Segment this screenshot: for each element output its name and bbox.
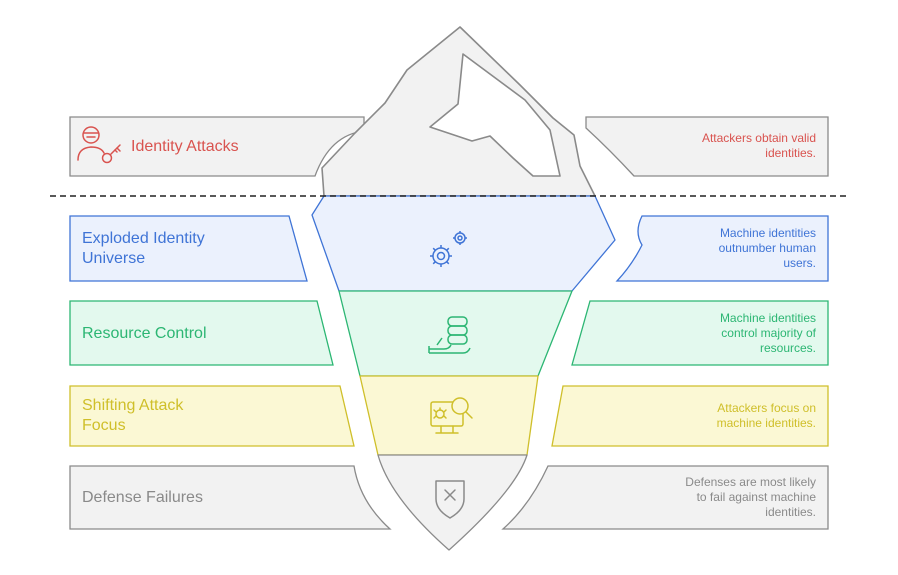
bug-search-icon [430,397,473,434]
layer-2-title: Exploded Identity Universe [82,230,205,267]
iceberg-band-blue [311,195,616,292]
layer-4-title: Shifting Attack Focus [82,397,184,434]
hacker-key-icon [77,126,121,164]
gears-icon [430,231,467,267]
panel-right-shifting-attack [551,385,829,447]
shield-x-icon [435,480,465,519]
layer-4-description: Attackers focus on machine identities. [716,401,816,430]
panel-left-exploded-identity [69,215,308,282]
panel-right-exploded-identity [615,215,829,282]
panel-left-defense-failures [69,465,392,530]
iceberg [311,26,616,551]
layer-5-description: Defenses are most likely to fail against… [685,475,816,519]
iceberg-band-gray [377,454,528,551]
panel-right-resource-control [571,300,829,366]
layer-5-title: Defense Failures [82,489,203,506]
panel-right-identity-attacks [585,116,829,177]
panel-left-shifting-attack [69,385,355,447]
layer-3-description: Machine identities control majority of r… [719,311,816,355]
panel-left-resource-control [69,300,334,366]
panel-right-defense-failures [501,465,829,530]
iceberg-band-yellow [359,375,539,456]
iceberg-band-green [338,290,573,377]
layer-2-description: Machine identities outnumber human users… [718,226,816,270]
layer-3-title: Resource Control [82,325,207,342]
layer-1-description: Attackers obtain valid identities. [701,131,816,160]
layer-1-title: Identity Attacks [131,138,239,155]
iceberg-snow-cap [429,53,561,177]
database-hand-icon [428,316,471,354]
